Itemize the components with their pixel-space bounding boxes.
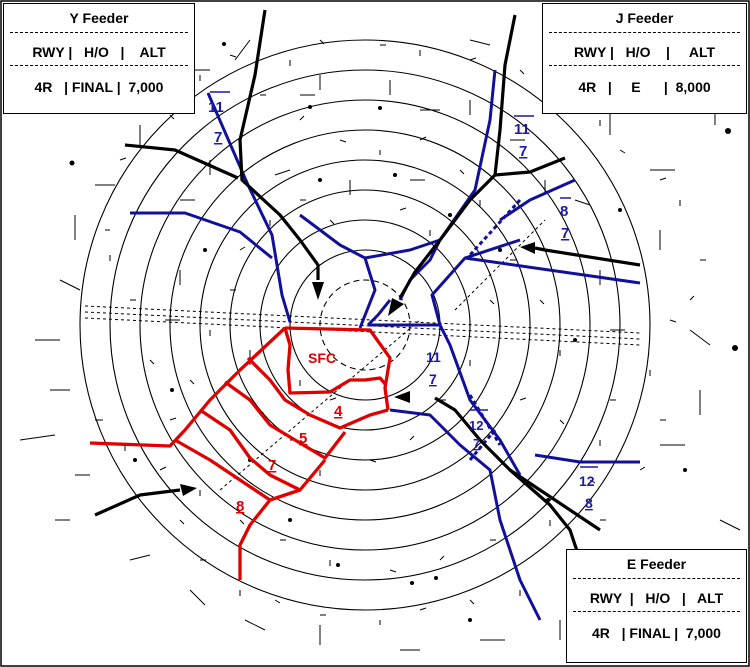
arrowhead	[394, 391, 410, 403]
red-boundary-line	[174, 438, 301, 502]
altitude-label: 7	[268, 457, 276, 474]
altitude-bottom: 7	[429, 371, 437, 387]
range-ring	[169, 129, 561, 521]
j-feeder-table: J Feeder RWY | H/O | ALT 4R | E | 8,000	[542, 3, 747, 114]
range-ring	[109, 69, 621, 581]
altitude-top: 12	[579, 473, 595, 489]
red-boundary-line	[246, 356, 389, 430]
arrowheads	[180, 242, 535, 496]
red-boundary-line	[199, 408, 327, 492]
feeder-route-line	[124, 143, 239, 180]
altitude-label: 8	[236, 498, 244, 515]
altitude-bottom: 7	[214, 129, 222, 146]
altitude-bottom: 8	[585, 495, 593, 511]
approach-course-line	[454, 219, 546, 311]
sector-boundary-line	[389, 408, 542, 621]
runway-extensions	[84, 219, 641, 491]
sector-boundary-line	[464, 256, 641, 285]
altitude-top: 11	[514, 121, 530, 138]
sector-boundary-line	[499, 178, 576, 222]
altitude-bottom: 7	[473, 436, 480, 451]
blue-altitude-labels: 11 7 11 7 8 7 11 7 12 7 12 8	[208, 91, 598, 511]
red-sector-boundaries	[89, 326, 392, 580]
sector-boundary-line	[368, 323, 522, 476]
red-boundary-line	[284, 326, 392, 411]
runway-line	[84, 317, 641, 346]
blue-sector-boundaries	[130, 69, 641, 621]
range-ring	[79, 39, 651, 611]
altitude-top: 11	[426, 349, 441, 365]
sector-boundary-line	[366, 299, 392, 327]
altitude-top: 11	[208, 99, 224, 116]
altitude-top: 8	[560, 203, 568, 220]
altitude-label: 5	[299, 430, 307, 447]
feeder-title: J Feeder	[615, 10, 674, 26]
feeder-route-line	[94, 488, 181, 517]
arrowhead	[180, 484, 197, 496]
altitude-top: 12	[469, 418, 483, 433]
feeder-route-line	[494, 156, 566, 177]
feeder-value-row: 4R | FINAL | 7,000	[34, 79, 164, 95]
arrowhead	[388, 298, 404, 316]
altitude-bottom: 7	[519, 143, 527, 160]
feeder-header-row: RWY | H/O | ALT	[32, 44, 166, 60]
sector-boundary-line	[534, 453, 640, 464]
dotted-boundary-line	[468, 198, 522, 257]
dotted-boundary-line	[468, 394, 502, 446]
feeder-title: Y Feeder	[69, 10, 129, 26]
feeder-route-line	[534, 246, 641, 267]
feeder-route-line	[509, 468, 601, 532]
sector-boundary-line	[430, 238, 521, 326]
red-boundary-line	[283, 327, 388, 395]
sector-boundary-line	[299, 213, 377, 329]
altitude-bottom: 7	[561, 225, 569, 242]
red-altitude-labels: SFC 4 5 7 8	[236, 350, 343, 515]
e-feeder-table: E Feeder RWY | H/O | ALT 4R | FINAL | 7,…	[566, 549, 747, 663]
blue-dotted-boundaries	[468, 198, 522, 461]
feeder-header-row: RWY | H/O | ALT	[589, 590, 724, 606]
range-ring	[139, 99, 591, 551]
red-boundary-line	[224, 380, 347, 460]
feeder-value-row: 4R | E | 8,000	[578, 79, 711, 95]
feeder-value-row: 4R | FINAL | 7,000	[592, 625, 721, 641]
range-ring	[199, 159, 531, 491]
sector-boundary-line	[206, 92, 292, 323]
feeder-route-line	[238, 9, 320, 280]
red-boundary-line	[89, 326, 287, 448]
sector-boundary-line	[130, 211, 273, 260]
feeder-route-line	[398, 14, 517, 299]
altitude-label: SFC	[308, 350, 336, 366]
altitude-label: 4	[334, 403, 343, 420]
y-feeder-table: Y Feeder RWY | H/O | ALT 4R | FINAL | 7,…	[3, 3, 195, 114]
arrowhead	[520, 242, 535, 254]
feeder-header-row: RWY | H/O | ALT	[573, 44, 716, 60]
red-boundary-line	[238, 498, 272, 580]
feeder-title: E Feeder	[626, 556, 687, 572]
arrowhead	[312, 282, 324, 300]
